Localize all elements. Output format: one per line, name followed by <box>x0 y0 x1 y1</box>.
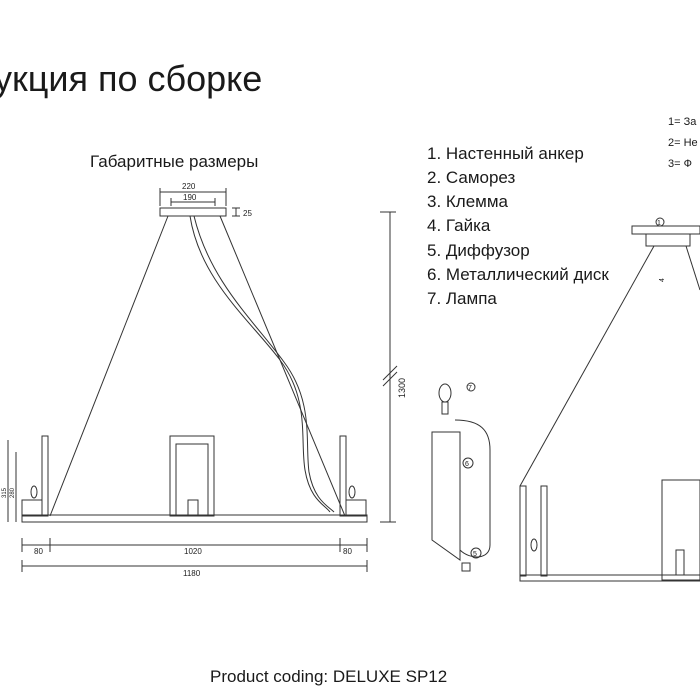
dim-label-1300: 1300 <box>397 378 407 398</box>
dim-label-1020: 1020 <box>184 547 202 556</box>
part-item-5: 5. Диффузор <box>427 241 530 260</box>
part-item-4: 4. Гайка <box>427 216 491 235</box>
exploded-plate <box>431 431 461 561</box>
left-post <box>41 435 49 517</box>
dim-label-280: 280 <box>10 487 16 498</box>
legend-item-1: 1= За <box>668 116 697 128</box>
part-item-3: 3. Клемма <box>427 192 509 211</box>
dim-label-80-left: 80 <box>34 547 43 556</box>
right-cable <box>219 215 346 517</box>
left-bulb <box>30 485 38 499</box>
right-bulb <box>348 485 356 499</box>
frame-bottom-bar <box>21 514 368 523</box>
callout-6: 6 <box>465 461 469 468</box>
dim-label-220: 220 <box>182 182 196 191</box>
part-item-6: 6. Металлический диск <box>427 265 609 284</box>
page-heading: укция по сборке <box>0 58 263 99</box>
dim-label-190: 190 <box>183 193 197 202</box>
right-view-cable <box>519 245 655 487</box>
power-cord <box>189 215 331 513</box>
exploded-bulb <box>438 383 452 403</box>
right-canopy <box>631 225 700 235</box>
callout-5: 5 <box>473 551 477 558</box>
right-post <box>339 435 347 517</box>
dim-label-315: 315 <box>2 487 8 498</box>
product-coding: Product coding: DELUXE SP12 <box>210 667 448 686</box>
legend-item-2: 2= Не <box>668 137 698 149</box>
center-frame <box>169 435 215 517</box>
dim-label-80-right: 80 <box>343 547 352 556</box>
callout-1: 1 <box>657 220 661 227</box>
dimensions-title: Габаритные размеры <box>90 152 259 171</box>
part-item-2: 2. Саморез <box>427 168 516 187</box>
callout-7: 7 <box>468 385 472 392</box>
dim-label-1180: 1180 <box>183 569 201 578</box>
dim-label-25: 25 <box>243 209 252 218</box>
legend-item-3: 3= Ф <box>668 158 692 170</box>
callout-4: 4 <box>659 278 666 282</box>
part-item-1: 1. Настенный анкер <box>427 144 584 163</box>
ceiling-canopy <box>159 207 227 217</box>
left-cable <box>49 215 169 517</box>
part-item-7: 7. Лампа <box>427 289 497 308</box>
